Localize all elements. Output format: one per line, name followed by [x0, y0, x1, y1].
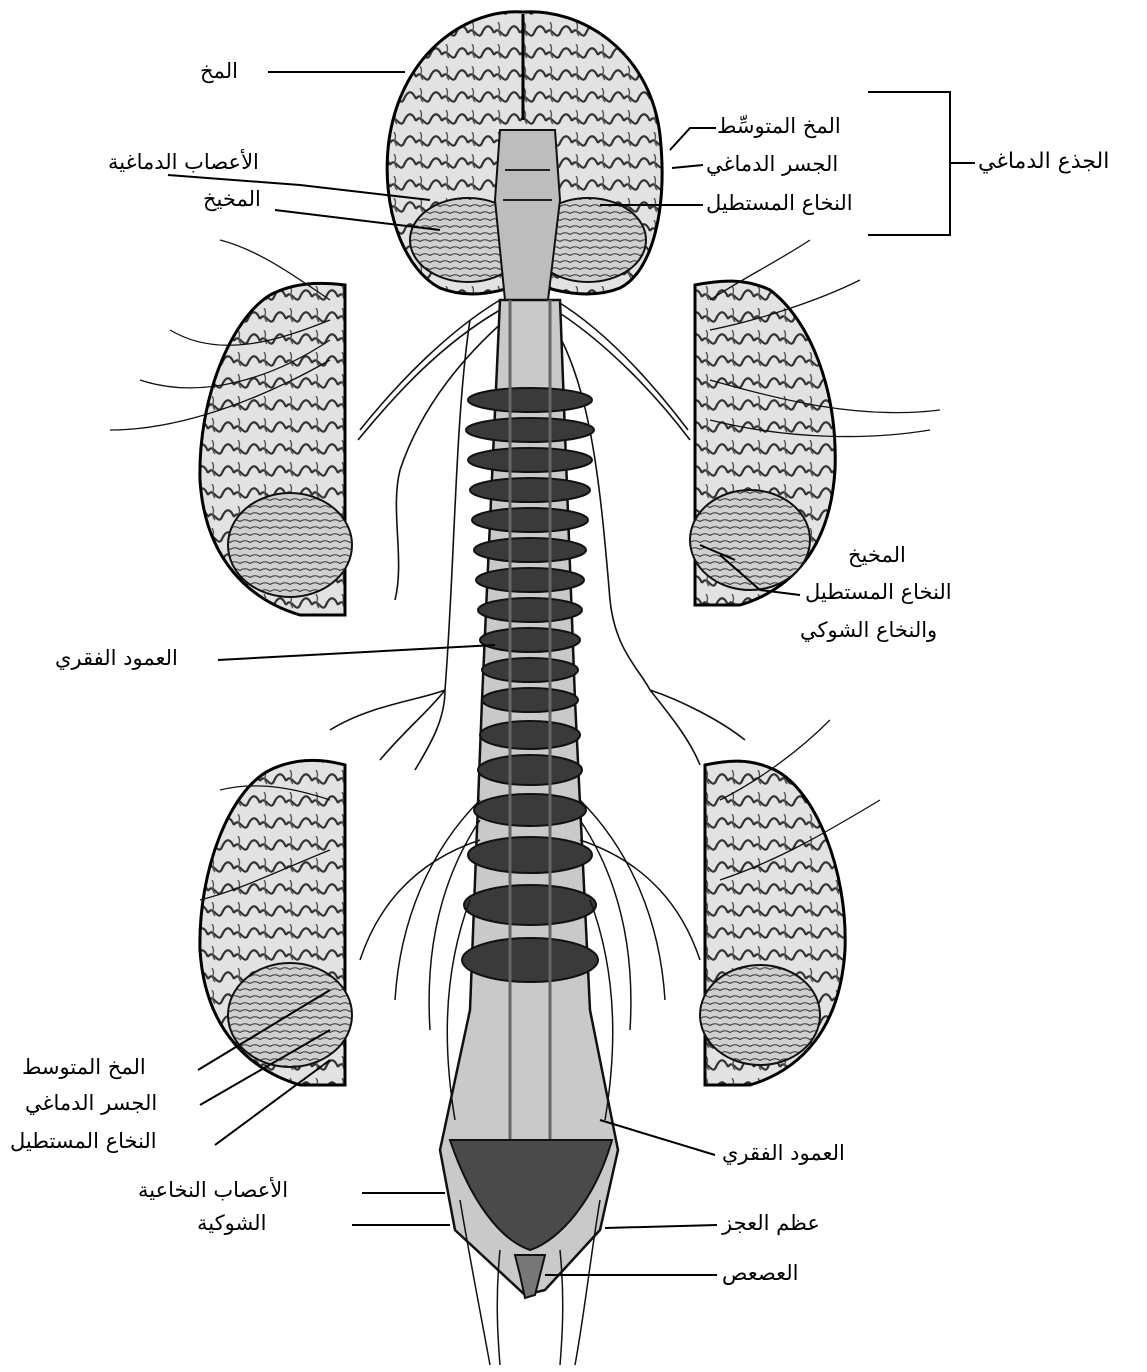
- label-cerebrum: المخ: [200, 61, 238, 82]
- brain-section-lower-right: [700, 720, 880, 1085]
- label-spinal-nerves-line1: الأعصاب النخاعية: [138, 1180, 288, 1201]
- label-midbrain-bottom: المخ المتوسط: [22, 1057, 146, 1078]
- label-cerebellum-top: المخيخ: [203, 189, 261, 210]
- label-medulla-spinal-line2: والنخاع الشوكي: [800, 620, 937, 641]
- label-cerebellum-right: المخيخ: [848, 545, 906, 566]
- label-vertebral-column-right: العمود الفقري: [722, 1143, 845, 1164]
- brain-section-upper-left: [110, 240, 352, 615]
- label-pons-bottom: الجسر الدماغي: [25, 1093, 157, 1114]
- brain-inferior-view: [387, 12, 662, 300]
- label-cranial-nerves: الأعصاب الدماغية: [108, 152, 259, 173]
- label-brainstem: الجذع الدماغي: [978, 151, 1109, 173]
- label-pons-top: الجسر الدماغي: [706, 154, 838, 175]
- spinal-column: [440, 300, 618, 1298]
- label-midbrain-top: المخ المتوسِّط: [717, 116, 841, 137]
- brain-section-lower-left: [200, 760, 352, 1085]
- label-medulla-top: النخاع المستطيل: [706, 193, 853, 214]
- label-sacrum: عظم العجز: [722, 1213, 820, 1234]
- label-vertebral-column-left: العمود الفقري: [55, 648, 178, 669]
- label-medulla-bottom: النخاع المستطيل: [10, 1131, 157, 1152]
- label-coccyx: العصعص: [722, 1263, 798, 1284]
- label-spinal-nerves-line2: الشوكية: [197, 1213, 266, 1234]
- label-medulla-spinal-line1: النخاع المستطيل: [805, 582, 952, 603]
